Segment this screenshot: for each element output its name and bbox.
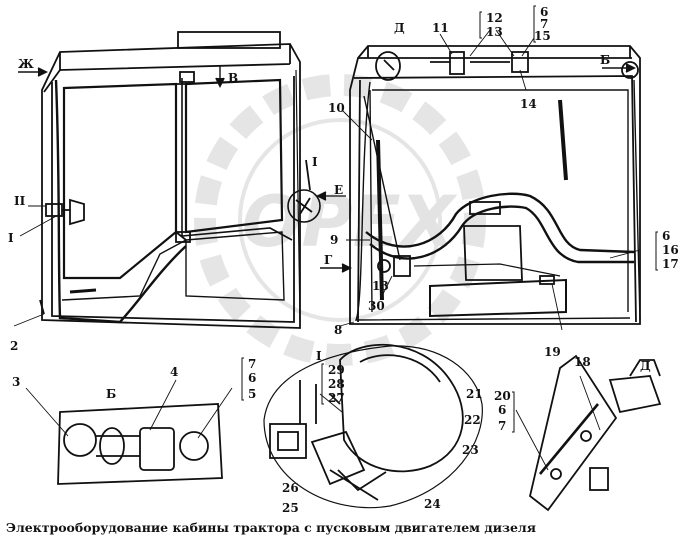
callout-23: 23 [462, 443, 479, 457]
callout-6-d: 6 [498, 403, 506, 417]
callouts: 2 8 9 10 11 12 13 6 7 15 14 13 30 19 6 1… [10, 5, 679, 515]
view-d-top: Д [394, 21, 405, 35]
view-zh: Ж [18, 57, 34, 71]
callout-30: 30 [368, 299, 385, 313]
right-cab-view [315, 45, 641, 325]
callout-24: 24 [424, 497, 441, 511]
callout-15: 15 [534, 29, 551, 43]
callout-13-mid: 13 [372, 279, 389, 293]
view-i-left: I [8, 231, 14, 245]
leader-lines [13, 29, 641, 331]
callout-17: 17 [662, 257, 679, 271]
callout-7-b: 7 [248, 357, 256, 371]
callout-21: 21 [466, 387, 483, 401]
view-b-top: Б [600, 53, 610, 67]
callout-16: 16 [662, 243, 679, 257]
figure-caption: Электрооборудование кабины трактора с пу… [6, 520, 536, 535]
callout-6-top: 6 [540, 5, 548, 19]
view-ii: II [14, 194, 26, 208]
view-d-detail: Д [640, 359, 651, 373]
view-i-mid: I [312, 155, 318, 169]
callout-28: 28 [328, 377, 345, 391]
callout-9: 9 [330, 233, 338, 247]
callout-29: 29 [328, 363, 345, 377]
callout-braces [241, 5, 658, 433]
callout-6-b: 6 [248, 371, 256, 385]
callout-7-d: 7 [498, 419, 506, 433]
callout-13-top: 13 [486, 25, 503, 39]
callout-5: 5 [248, 387, 256, 401]
callout-6-right: 6 [662, 229, 670, 243]
left-cab-view [18, 31, 321, 329]
callout-20: 20 [494, 389, 511, 403]
watermark: OPEX [194, 74, 486, 366]
callout-3: 3 [12, 375, 20, 389]
callout-18: 18 [574, 355, 591, 369]
view-v: В [228, 71, 238, 85]
view-i-detail: I [316, 349, 322, 363]
view-e: Е [334, 183, 343, 197]
callout-27: 27 [328, 391, 345, 405]
callout-10: 10 [328, 101, 345, 115]
callout-14: 14 [520, 97, 537, 111]
view-b-detail: Б [106, 387, 116, 401]
callout-4: 4 [170, 365, 178, 379]
detail-d [515, 354, 662, 512]
view-letters: Ж В II I I Е Г Д Б Б I Д [8, 21, 651, 401]
callout-26: 26 [282, 481, 299, 495]
detail-i [263, 343, 483, 509]
callout-19: 19 [544, 345, 561, 359]
view-g: Г [324, 253, 333, 267]
callout-12: 12 [486, 11, 503, 25]
callout-11: 11 [432, 21, 449, 35]
callout-7-top: 7 [540, 17, 548, 31]
detail-b [25, 379, 233, 485]
callout-25: 25 [282, 501, 299, 515]
callout-2: 2 [10, 339, 18, 353]
callout-22: 22 [464, 413, 481, 427]
callout-8: 8 [334, 323, 342, 337]
